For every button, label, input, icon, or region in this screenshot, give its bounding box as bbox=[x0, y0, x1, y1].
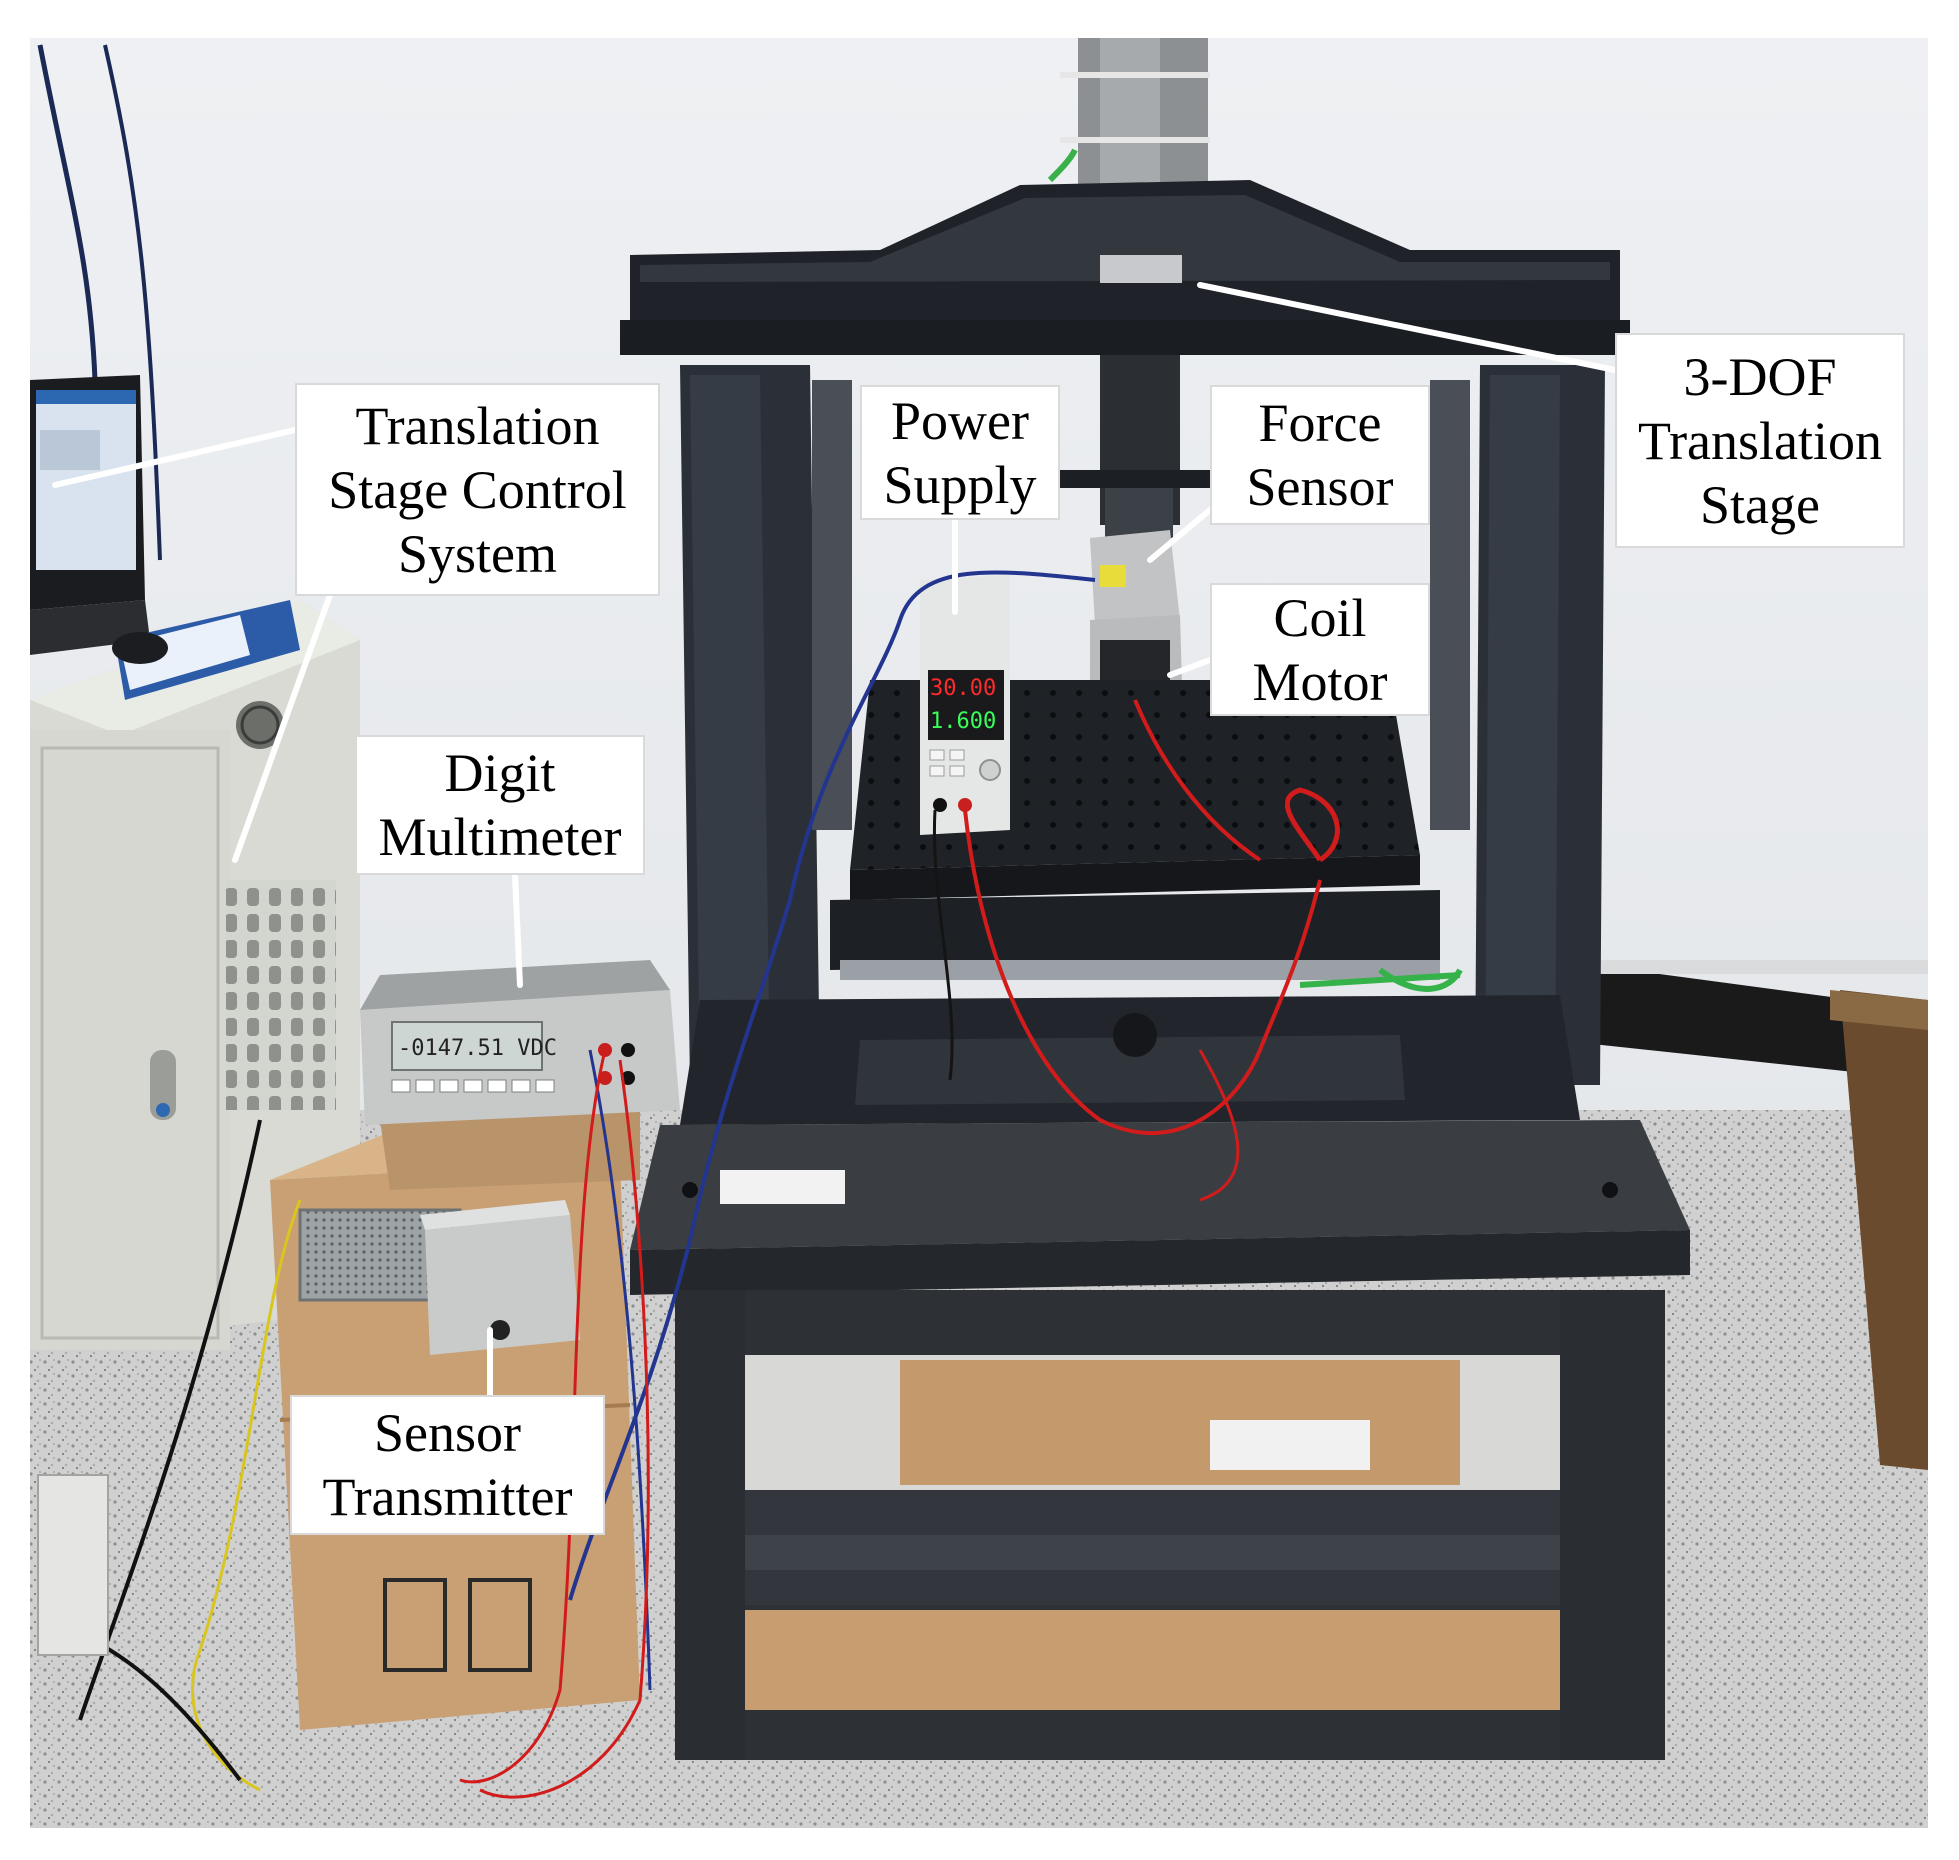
callout-digit-multimeter: Digit Multimeter bbox=[355, 735, 645, 875]
callout-line: Transmitter bbox=[322, 1467, 573, 1527]
callout-line: Force bbox=[1258, 393, 1382, 453]
callout-line: Supply bbox=[883, 454, 1037, 515]
callout-coil-motor: Coil Motor bbox=[1210, 583, 1430, 716]
power-supply-current-text: 1.600 bbox=[930, 709, 996, 734]
pedestal-base bbox=[630, 1120, 1690, 1760]
wires bbox=[39, 570, 1463, 1799]
callout-line: 3-DOF bbox=[1683, 346, 1837, 407]
callout-line: Digit bbox=[444, 743, 556, 803]
callout-force-sensor: Force Sensor bbox=[1210, 385, 1430, 525]
callout-line: Multimeter bbox=[378, 807, 622, 867]
power-supply-device: 30.00 1.600 bbox=[920, 575, 1010, 835]
digit-multimeter-device: -0147.51 VDC bbox=[360, 960, 680, 1125]
photo-scene: -0147.51 VDC bbox=[30, 38, 1928, 1828]
control-cabinet bbox=[30, 600, 360, 1350]
callout-line: Coil bbox=[1273, 587, 1367, 648]
callout-line: Power bbox=[891, 390, 1029, 451]
callout-line: Stage Control bbox=[328, 459, 627, 520]
translation-stage-frame bbox=[620, 180, 1630, 1085]
callout-3-dof-translation-stage: 3-DOF Translation Stage bbox=[1615, 333, 1905, 548]
callout-line: Translation bbox=[1637, 410, 1883, 471]
laptop bbox=[30, 375, 150, 655]
callout-power-supply: Power Supply bbox=[860, 385, 1060, 520]
callout-line: Sensor bbox=[374, 1403, 521, 1463]
leader-lines bbox=[52, 282, 1618, 1398]
callout-line: Stage bbox=[1700, 474, 1820, 535]
callout-sensor-transmitter: Sensor Transmitter bbox=[290, 1395, 605, 1535]
callout-line: System bbox=[397, 523, 558, 584]
sensor-transmitter-box bbox=[420, 1200, 580, 1355]
multimeter-display-text: -0147.51 VDC bbox=[398, 1036, 557, 1061]
callout-line: Sensor bbox=[1246, 457, 1394, 517]
power-supply-voltage-text: 30.00 bbox=[930, 676, 996, 701]
callout-line: Translation bbox=[355, 395, 600, 456]
callout-line: Motor bbox=[1252, 651, 1388, 712]
wooden-stool bbox=[1830, 990, 1928, 1470]
callout-translation-stage-control-system: Translation Stage Control System bbox=[295, 383, 660, 596]
